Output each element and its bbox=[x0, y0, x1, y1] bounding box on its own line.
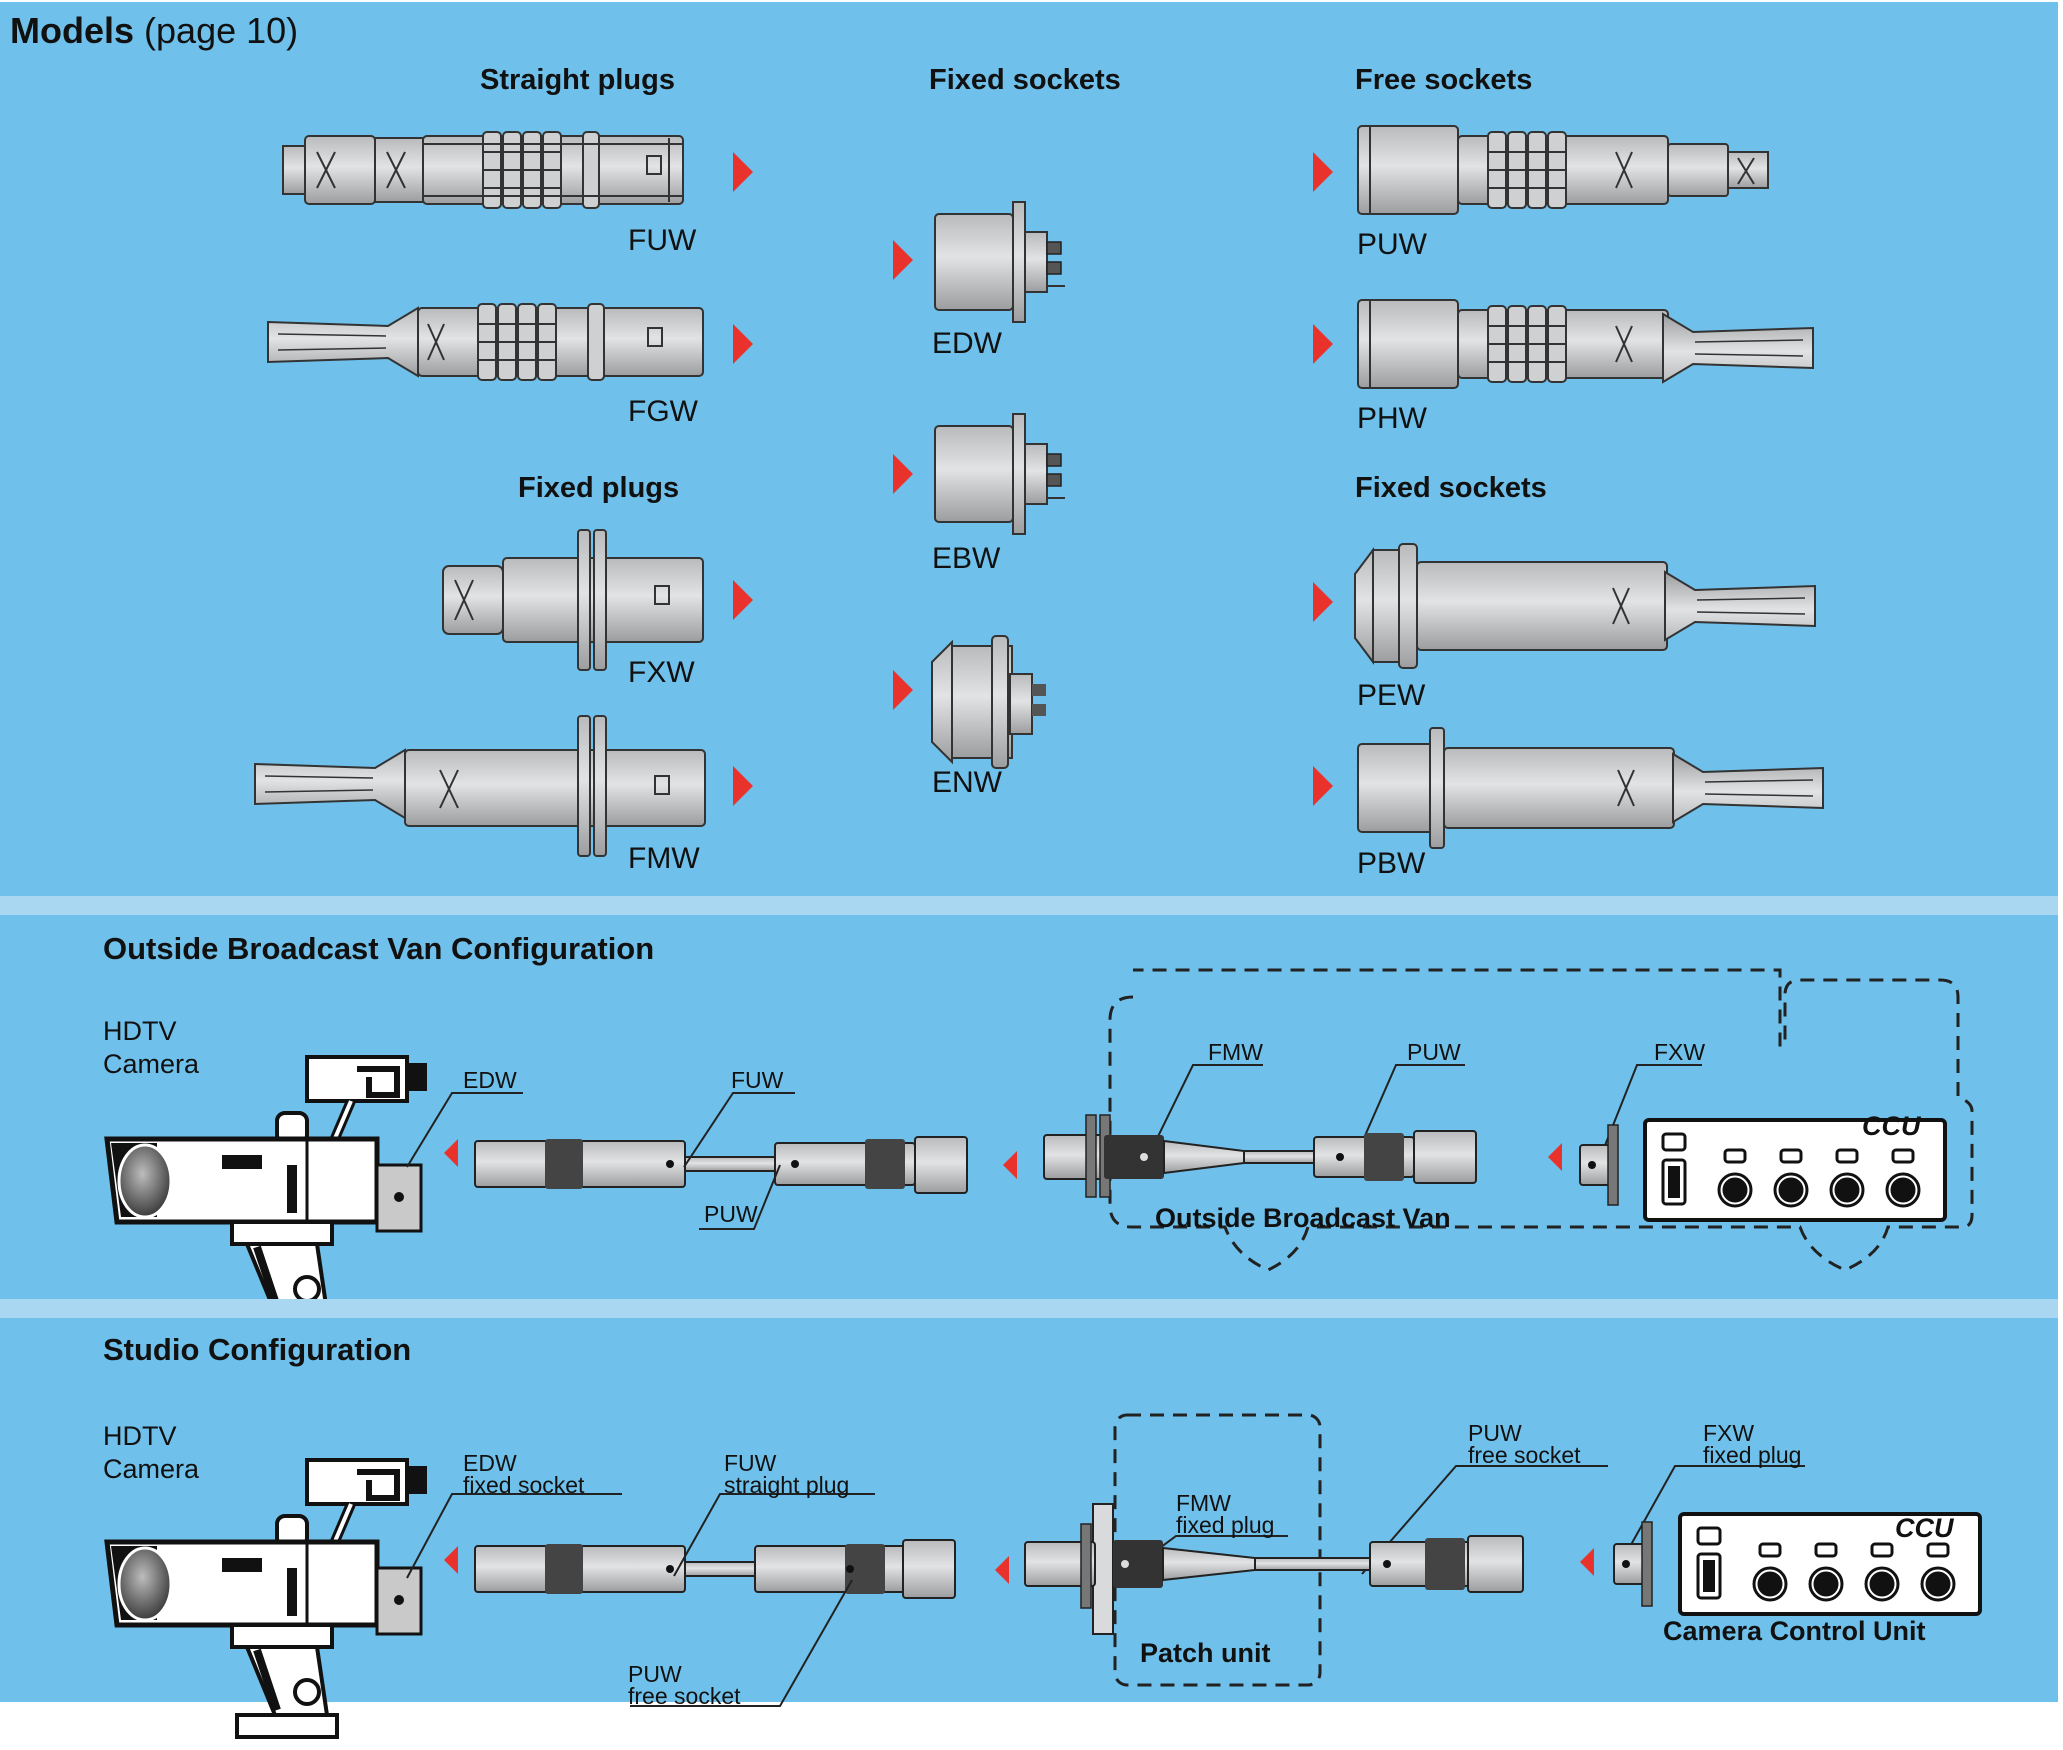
arrow-left-icon bbox=[995, 1556, 1009, 1584]
arrow-left-icon bbox=[1548, 1143, 1562, 1171]
connector-enw-drawing bbox=[931, 635, 1046, 769]
label-puw: PUW bbox=[1357, 228, 1427, 261]
connector-pbw-drawing bbox=[1357, 727, 1824, 849]
label-pbw: PBW bbox=[1357, 847, 1426, 880]
ob-label-puw-bottom: PUW bbox=[704, 1201, 758, 1227]
label-fgw: FGW bbox=[628, 395, 698, 428]
ob-label-puw: PUW bbox=[1407, 1039, 1461, 1065]
ob-label-fuw: FUW bbox=[731, 1067, 784, 1093]
studio-config-title: Studio Configuration bbox=[103, 1332, 412, 1367]
arrow-right-icon bbox=[733, 324, 753, 364]
arrow-left-icon bbox=[444, 1546, 458, 1574]
arrow-left-icon bbox=[1003, 1151, 1017, 1179]
ob-config-panel: Outside Broadcast Van Configuration HDTV… bbox=[0, 915, 2058, 1299]
connector-fxw-drawing bbox=[442, 529, 704, 671]
header-fixed-sockets-center: Fixed sockets bbox=[929, 64, 1121, 96]
ob-van-label: Outside Broadcast Van bbox=[1155, 1203, 1451, 1233]
studio-ccu-label: CCU bbox=[1895, 1513, 1954, 1543]
patch-unit-label: Patch unit bbox=[1140, 1638, 1271, 1668]
arrow-right-icon bbox=[893, 670, 913, 710]
ob-label-fxw: FXW bbox=[1654, 1039, 1706, 1065]
label-phw: PHW bbox=[1357, 402, 1427, 435]
separator-band bbox=[0, 896, 2058, 915]
models-title: Models (page 10) bbox=[10, 10, 299, 51]
arrow-right-icon bbox=[893, 454, 913, 494]
connector-phw-drawing bbox=[1357, 299, 1814, 389]
studio-cable-fmw-puw bbox=[1024, 1503, 1524, 1635]
arrow-right-icon bbox=[1313, 152, 1333, 192]
connector-ebw-drawing bbox=[934, 413, 1066, 535]
ob-config-title: Outside Broadcast Van Configuration bbox=[103, 931, 655, 966]
arrow-right-icon bbox=[733, 580, 753, 620]
arrow-right-icon bbox=[1313, 582, 1333, 622]
arrow-left-icon bbox=[444, 1139, 458, 1167]
header-fixed-sockets-right: Fixed sockets bbox=[1355, 472, 1547, 504]
studio-cable-fuw-puw bbox=[474, 1539, 956, 1599]
ob-cable-fmw-puw bbox=[1043, 1114, 1477, 1198]
label-fmw: FMW bbox=[628, 842, 700, 875]
label-pew: PEW bbox=[1357, 679, 1426, 712]
arrow-right-icon bbox=[733, 152, 753, 192]
header-free-sockets: Free sockets bbox=[1355, 64, 1533, 96]
ob-label-edw: EDW bbox=[463, 1067, 517, 1093]
studio-ccu-icon bbox=[1613, 1512, 1982, 1616]
ob-ccu-icon bbox=[1579, 1118, 1947, 1222]
header-fixed-plugs: Fixed plugs bbox=[518, 472, 680, 504]
ob-van-outline bbox=[1108, 968, 1974, 1272]
header-straight-plugs: Straight plugs bbox=[480, 64, 675, 96]
label-enw: ENW bbox=[932, 766, 1002, 799]
models-panel: Models (page 10) Straight plugs Fixed so… bbox=[0, 2, 2058, 896]
ob-cable-fuw-puw bbox=[474, 1136, 968, 1194]
connector-puw-drawing bbox=[1357, 125, 1769, 215]
ob-leader-lines bbox=[406, 968, 1974, 1272]
arrow-right-icon bbox=[733, 766, 753, 806]
connector-fmw-drawing bbox=[254, 715, 706, 857]
arrow-left-icon bbox=[1580, 1548, 1594, 1576]
label-ebw: EBW bbox=[932, 542, 1001, 575]
ob-label-fmw: FMW bbox=[1208, 1039, 1263, 1065]
connector-edw-drawing bbox=[934, 201, 1066, 323]
label-fxw: FXW bbox=[628, 656, 695, 689]
connector-fgw-drawing bbox=[267, 303, 704, 381]
studio-ccu-caption: Camera Control Unit bbox=[1663, 1616, 1926, 1646]
label-fuw: FUW bbox=[628, 224, 697, 257]
connector-fuw-drawing bbox=[282, 131, 684, 209]
arrow-right-icon bbox=[1313, 324, 1333, 364]
connector-pew-drawing bbox=[1354, 543, 1816, 669]
arrow-right-icon bbox=[1313, 766, 1333, 806]
separator-band bbox=[0, 1299, 2058, 1318]
label-edw: EDW bbox=[932, 327, 1002, 360]
ob-ccu-label: CCU bbox=[1862, 1111, 1921, 1141]
arrow-right-icon bbox=[893, 240, 913, 280]
